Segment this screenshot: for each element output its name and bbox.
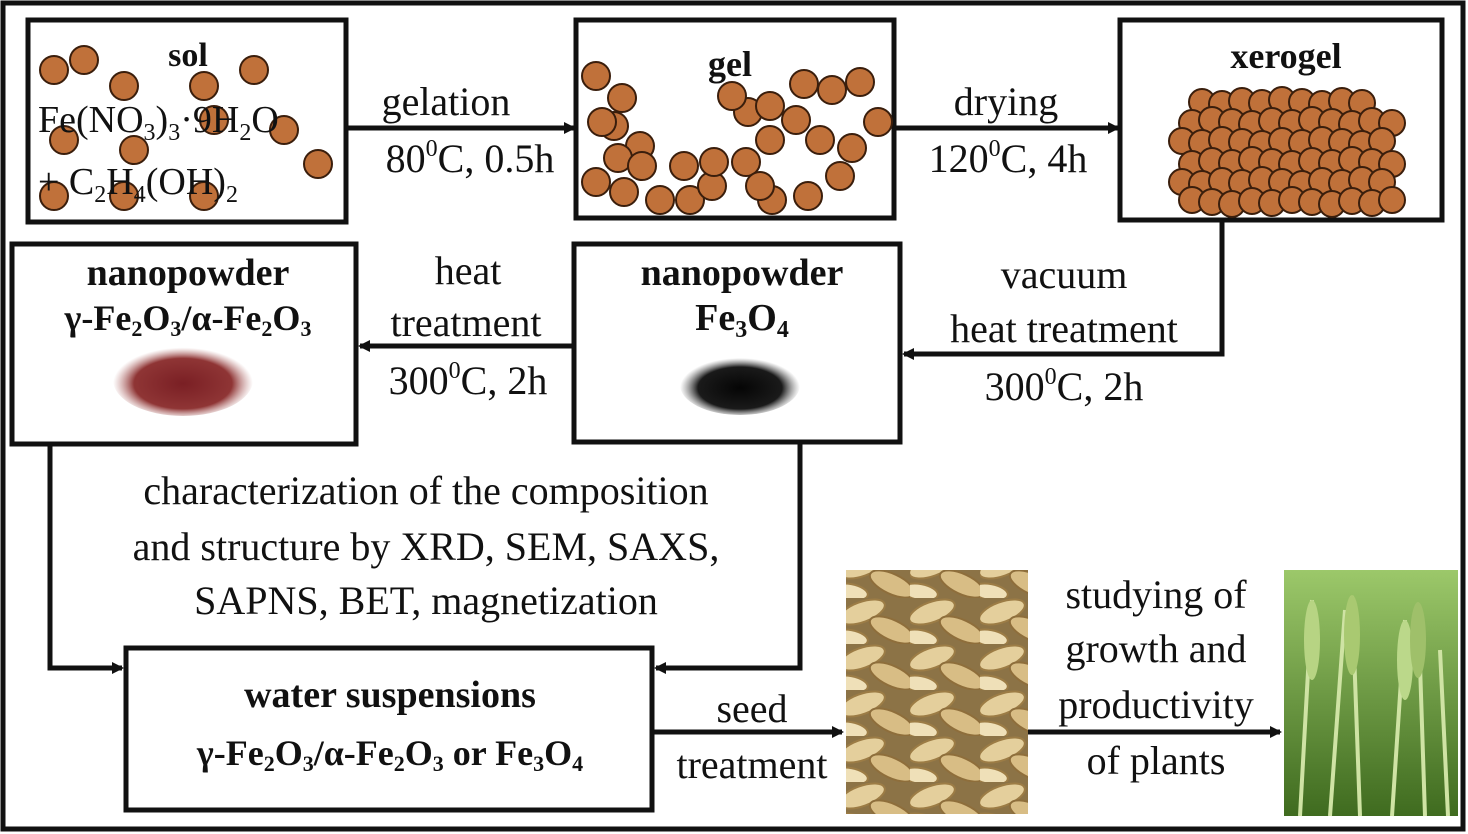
xerogel-particles xyxy=(1168,86,1406,218)
label-heat: heat xyxy=(435,248,502,293)
black-powder-image xyxy=(680,355,800,415)
xerogel-title: xerogel xyxy=(1230,36,1341,76)
characterization-line2: and structure by XRD, SEM, SAXS, xyxy=(133,524,720,569)
fe2o3-title: nanopowder xyxy=(87,252,290,294)
particle xyxy=(607,83,637,113)
arrow-vacuum xyxy=(902,222,1225,360)
particle xyxy=(817,75,847,105)
particle xyxy=(49,125,79,155)
label-seed-treatment: treatment xyxy=(676,742,827,787)
particle xyxy=(731,147,761,177)
particle xyxy=(699,147,729,177)
red-powder-image xyxy=(113,344,253,416)
arrows xyxy=(47,122,1282,738)
particle xyxy=(303,149,333,179)
arrow-fe2o3-to-water xyxy=(47,444,124,674)
sol-box: sol Fe(NO3)3·9H2O + C2H4(OH)2 xyxy=(25,17,349,225)
label-vacuum: vacuum xyxy=(1001,252,1128,297)
label-studying-4: of plants xyxy=(1087,738,1226,783)
particle xyxy=(745,171,775,201)
particle xyxy=(755,91,785,121)
label-studying-2: growth and xyxy=(1065,626,1246,671)
water-suspensions-box: water suspensions γ-Fe2O3/α-Fe2O3 or Fe3… xyxy=(123,645,655,813)
particle xyxy=(609,177,639,207)
particle xyxy=(69,45,99,75)
particle xyxy=(717,81,747,111)
label-heat-treatment: treatment xyxy=(390,300,541,345)
particle xyxy=(109,181,139,211)
gel-box: gel xyxy=(573,17,897,221)
fe2o3-powder-box: nanopowder γ-Fe2O3/α-Fe2O3 xyxy=(9,241,359,447)
particle xyxy=(581,61,611,91)
label-drying: drying xyxy=(954,79,1058,124)
particle xyxy=(781,105,811,135)
gel-title: gel xyxy=(708,44,752,84)
label-heat-conditions: 3000C, 2h xyxy=(389,358,548,403)
gel-particles xyxy=(581,61,893,215)
particle xyxy=(587,107,617,137)
label-seed: seed xyxy=(716,686,787,731)
fe3o4-powder-box: nanopowder Fe3O4 xyxy=(571,241,903,445)
sol-title: sol xyxy=(168,37,208,74)
label-gelation-conditions: 800C, 0.5h xyxy=(386,136,555,181)
label-studying-1: studying of xyxy=(1065,572,1247,617)
characterization-line3: SAPNS, BET, magnetization xyxy=(194,578,658,623)
water-formula: γ-Fe2O3/α-Fe2O3 or Fe3O4 xyxy=(196,733,583,776)
fe3o4-title: nanopowder xyxy=(641,252,844,294)
label-gelation: gelation xyxy=(382,79,511,124)
particle xyxy=(581,167,611,197)
particle xyxy=(199,105,229,135)
particle xyxy=(627,151,657,181)
sol-particles xyxy=(39,45,333,211)
particle xyxy=(39,181,69,211)
particle xyxy=(675,185,705,215)
particle xyxy=(837,133,867,163)
sol-formula-line2: + C2H4(OH)2 xyxy=(38,161,238,208)
particle xyxy=(1378,186,1406,214)
sol-formula-line1: Fe(NO3)3·9H2O xyxy=(38,99,279,146)
particle xyxy=(109,71,139,101)
barley-seeds-image xyxy=(846,570,1028,814)
xerogel-box: xerogel xyxy=(1117,17,1445,223)
wheat-plants-image xyxy=(1284,570,1458,817)
particle xyxy=(755,125,785,155)
particle xyxy=(845,67,875,97)
fe2o3-formula: γ-Fe2O3/α-Fe2O3 xyxy=(64,298,312,341)
arrow-fe3o4-to-water xyxy=(654,442,803,674)
characterization-line1: characterization of the composition xyxy=(143,468,708,513)
particle xyxy=(119,135,149,165)
particle xyxy=(189,71,219,101)
particle xyxy=(825,161,855,191)
label-vacuum-heat-treatment: heat treatment xyxy=(950,306,1178,351)
particle xyxy=(239,55,269,85)
fe3o4-formula: Fe3O4 xyxy=(695,297,789,343)
particle xyxy=(805,125,835,155)
label-studying-3: productivity xyxy=(1058,682,1254,727)
particle xyxy=(793,181,823,211)
particle xyxy=(645,185,675,215)
particle xyxy=(863,107,893,137)
particle xyxy=(189,181,219,211)
label-drying-conditions: 1200C, 4h xyxy=(929,136,1088,181)
particle xyxy=(39,55,69,85)
particle xyxy=(789,69,819,99)
label-vacuum-conditions: 3000C, 2h xyxy=(985,364,1144,409)
water-title: water suspensions xyxy=(244,674,536,716)
particle xyxy=(269,115,299,145)
particle xyxy=(669,151,699,181)
